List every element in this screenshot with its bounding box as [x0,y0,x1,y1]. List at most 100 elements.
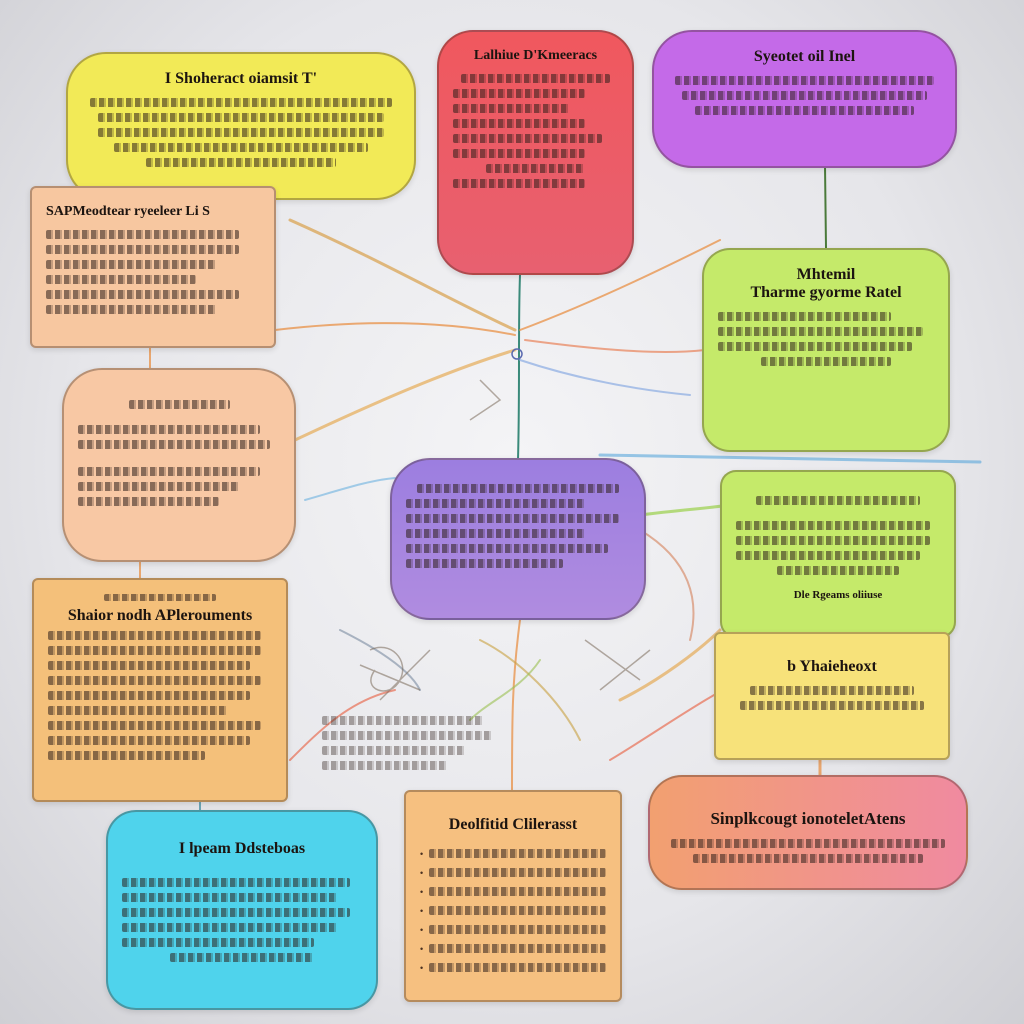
text-line [46,275,196,284]
text-line [122,908,350,917]
card-green-right[interactable]: Mhtemil Tharme gyorme Ratel [702,248,950,452]
card-title: Lalhiue D'Kmeeracs [473,48,598,63]
connector-line [304,477,396,501]
sketch-doodle [584,639,651,691]
card-title: b Yhaieheoxt [787,658,877,675]
connector-line [469,659,541,721]
connector-line [519,359,691,396]
card-magenta-top[interactable]: Syeotet oil Inel [652,30,957,168]
connector-line [289,689,396,761]
text-line [718,312,891,321]
text-line [406,514,619,523]
text-line [761,357,891,366]
card-yellow-right-lower[interactable]: b Yhaieheoxt [714,632,950,760]
text-line [113,143,369,152]
card-coral-bottom-right[interactable]: Sinplkcougt ionoteletAtens [648,775,968,890]
floating-text-block [322,710,502,780]
card-peach-left[interactable]: SAPMeodtear ryeeleer Li S [30,186,276,348]
connector-line [288,218,517,332]
card-orange-left[interactable]: Shaior nodh APlerouments [32,578,288,802]
text-line [89,98,393,107]
text-line [48,646,261,655]
text-line [48,676,261,685]
bullet-row: • [420,863,606,882]
connector-line [639,529,695,641]
connector-line [618,628,722,702]
text-line [46,260,218,269]
text-line [48,691,250,700]
card-title: Sinplkcougt ionoteletAtens [710,809,906,828]
text-line [429,887,606,896]
text-line [104,594,216,601]
text-line [674,76,935,85]
connector-line [511,619,521,791]
text-line [322,716,484,725]
card-cyan-bottom[interactable]: I lpeam Ddsteboas [106,810,378,1010]
bullet-mark: • [420,905,424,916]
bullet-row: • [420,844,606,863]
card-purple-center[interactable] [390,458,646,620]
text-line [78,425,260,434]
card-peach-left-middle[interactable] [62,368,296,562]
text-line [122,923,338,932]
text-line [776,566,900,575]
connector-line [524,339,706,353]
card-title: Mhtemil [796,266,856,283]
card-yellow-top[interactable]: I Shoheract oiamsit T' [66,52,416,200]
text-line [46,245,239,254]
card-title: Dle Rgeams oliiuse [793,589,883,601]
text-line [46,230,239,239]
bullet-mark: • [420,943,424,954]
text-line [453,179,585,188]
text-line [145,158,337,167]
card-title: Shaior nodh APlerouments [67,607,253,624]
connector-line [638,503,732,517]
bullet-row: • [420,920,606,939]
card-title: I Shoheract oiamsit T' [164,70,318,87]
connector-line [339,629,421,691]
card-red-top[interactable]: Lalhiue D'Kmeeracs [437,30,634,275]
card-title: Syeotet oil Inel [753,48,856,65]
text-line [97,113,385,122]
text-line [48,751,205,760]
text-line [750,686,914,695]
bullet-mark: • [420,924,424,935]
text-line [322,746,466,755]
text-line [671,839,945,848]
text-line [429,944,606,953]
bullet-row: • [420,901,606,920]
text-line [453,104,569,113]
text-line [681,91,928,100]
hub-node [511,348,523,360]
text-line [322,761,448,770]
card-title: SAPMeodtear ryeeleer Li S [46,204,210,219]
text-line [122,878,350,887]
text-line [429,849,606,858]
text-line [46,290,239,299]
text-line [78,440,270,449]
text-line [78,482,240,491]
text-line [406,499,586,508]
bullet-mark: • [420,867,424,878]
text-line [736,551,920,560]
text-line [453,149,585,158]
text-line [48,661,250,670]
card-orange-bottom[interactable]: Deolfitid Clilerasst • • • • • • • [404,790,622,1002]
text-line [740,701,924,710]
text-line [406,559,563,568]
text-line [122,893,338,902]
text-line [46,305,218,314]
card-title: I lpeam Ddsteboas [178,840,306,857]
text-line [429,906,606,915]
sketch-doodle [359,649,431,701]
bullet-row: • [420,882,606,901]
text-line [78,497,220,506]
card-green-right-lower[interactable]: Dle Rgeams oliiuse [720,470,956,638]
connector-line [293,348,517,442]
connector-line [598,453,982,464]
text-line [48,631,261,640]
text-line [453,119,585,128]
text-line [128,400,230,409]
connector-line [274,322,516,336]
